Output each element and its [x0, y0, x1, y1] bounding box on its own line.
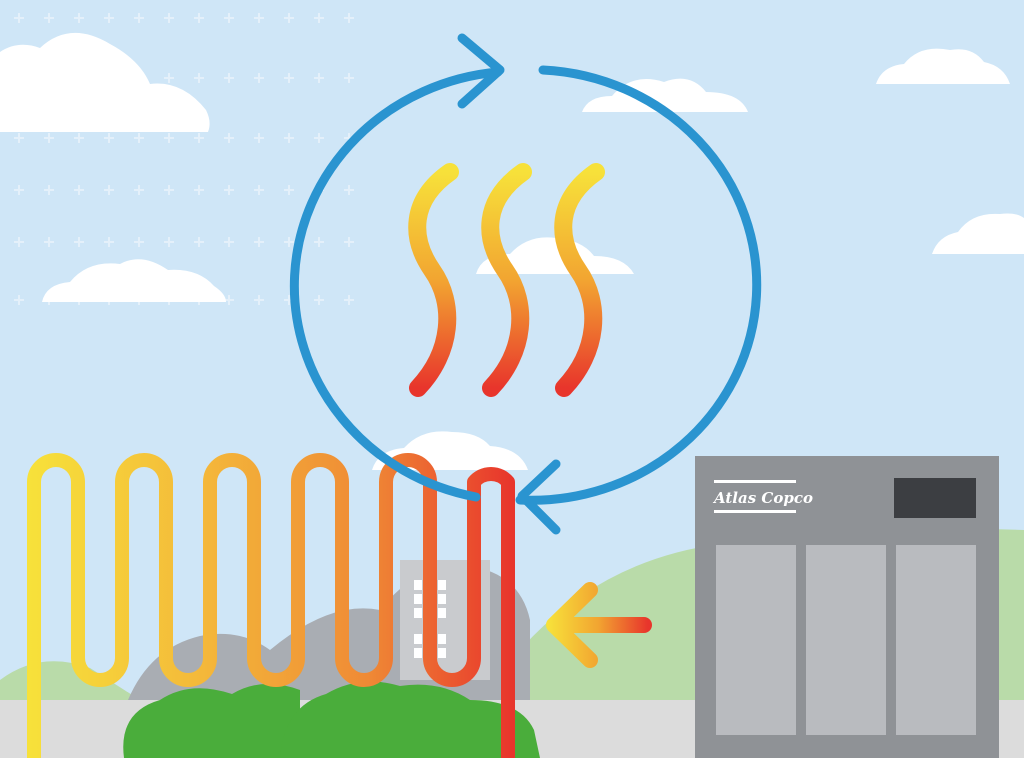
- compressor-unit: Atlas Copco: [695, 456, 999, 758]
- cloud-top-right: [876, 48, 1010, 84]
- cloud-right: [932, 213, 1024, 254]
- heat-wave-1: [408, 163, 459, 397]
- cycle-arrowhead-top: [457, 33, 505, 109]
- bush-right: [280, 681, 540, 758]
- panel-middle: [806, 545, 886, 735]
- arrow-left-icon: [546, 582, 652, 668]
- heat-waves-icon: [408, 163, 605, 397]
- panel-right: [896, 545, 976, 735]
- cloud-mid-left: [42, 259, 226, 302]
- heat-wave-3: [554, 163, 605, 397]
- heat-wave-2: [481, 163, 532, 397]
- brand-name: Atlas Copco: [712, 489, 813, 507]
- transfer-arrow-head: [546, 582, 598, 668]
- bushes: [123, 681, 540, 758]
- cycle-arrowhead-bottom: [517, 459, 561, 535]
- heating-pipe: [27, 453, 515, 758]
- plus-pattern: [13, 13, 355, 306]
- bush-left: [123, 683, 300, 758]
- control-display: [894, 478, 976, 518]
- cloud-center: [476, 237, 634, 274]
- cycle-arc-right: [515, 65, 762, 505]
- panel-left: [716, 545, 796, 735]
- brand-logo: Atlas Copco: [712, 480, 813, 513]
- cloud-top-left: [0, 32, 210, 132]
- cycle-arc-left: [289, 67, 503, 502]
- clouds: [0, 32, 1024, 470]
- circular-arrows-icon: [289, 33, 762, 535]
